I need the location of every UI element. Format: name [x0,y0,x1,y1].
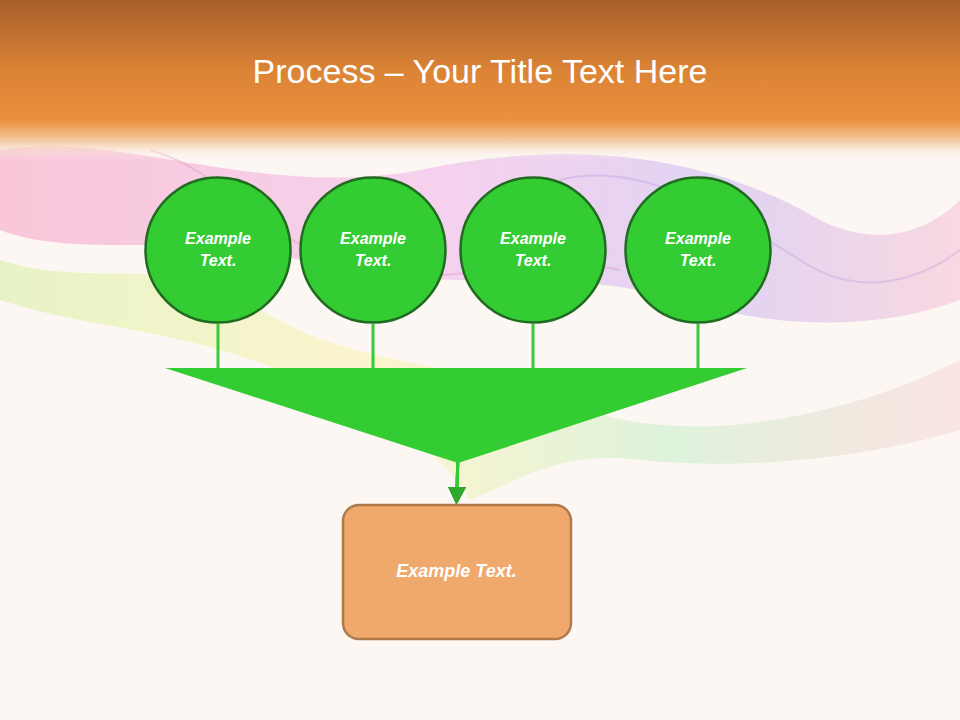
node-label: Example Text. [328,228,418,273]
circle-outline [624,176,772,324]
slide-title: Process – Your Title Text Here [0,52,960,91]
process-circle: Example Text. [144,176,292,324]
node-label: Example Text. [488,228,578,273]
circle-outline [459,176,607,324]
merge-connector [218,324,458,503]
result-box: Example Text. [342,504,572,640]
merge-connector [457,324,699,503]
circle-outline [144,176,292,324]
merge-connector [373,324,458,503]
circle-outline [299,176,447,324]
node-label: Example Text. [173,228,263,273]
process-circle: Example Text. [624,176,772,324]
node-label: Example Text. [653,228,743,273]
process-circle: Example Text. [299,176,447,324]
process-circle: Example Text. [459,176,607,324]
node-label: Example Text. [357,559,557,584]
merge-connector [457,324,534,503]
merge-funnel [165,368,747,463]
